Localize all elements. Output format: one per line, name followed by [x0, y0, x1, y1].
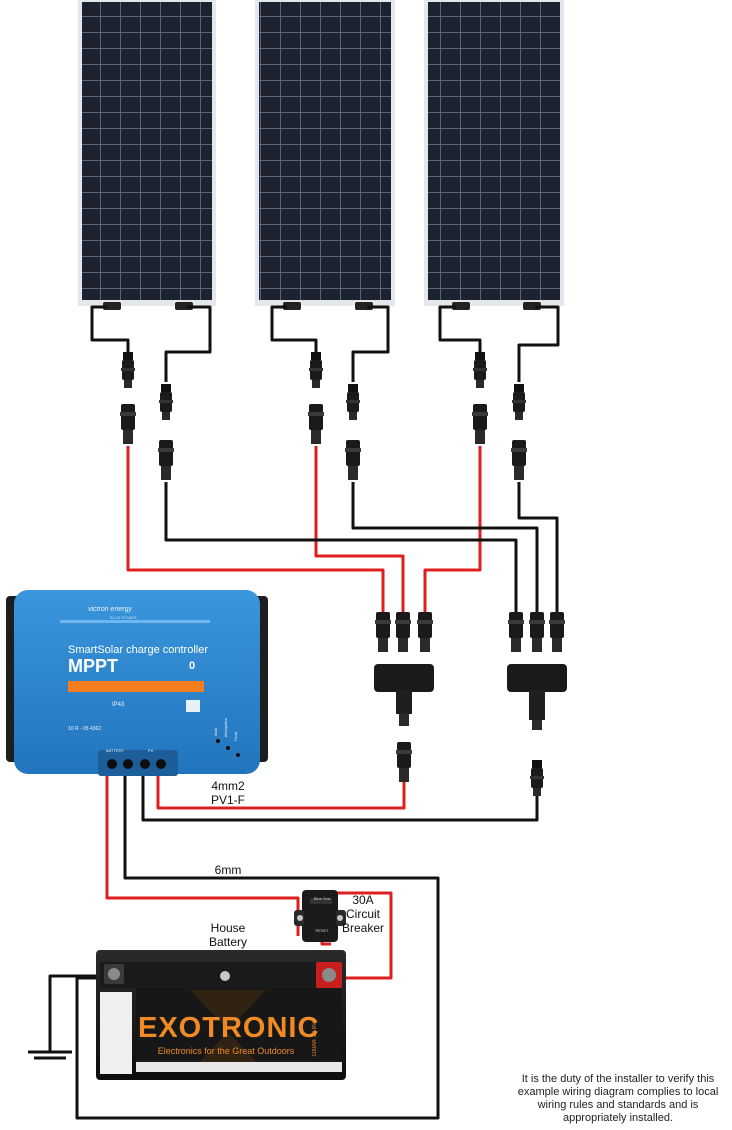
panel-leads	[90, 305, 560, 382]
installer-disclaimer: It is the duty of the installer to verif…	[517, 1073, 719, 1124]
controller-indicator: 0	[189, 660, 196, 672]
pv-to-controller-wires	[141, 776, 539, 822]
battery-tagline: Electronics for the Great Outdoors	[157, 1046, 295, 1056]
house-battery	[96, 950, 346, 1080]
breaker-reset-label: RESET	[315, 928, 329, 933]
battery-label: House Battery	[208, 921, 247, 949]
controller-status-bulk: Bulk	[213, 728, 218, 736]
controller-status-float: Float	[233, 732, 238, 741]
pv-cable-label: 4mm2 PV1-F	[210, 779, 245, 807]
solar-panel-2	[255, 0, 395, 310]
pv-negative-wires	[164, 482, 559, 612]
battery-spec: 100Ah 12.8V	[312, 1022, 318, 1057]
charge-controller	[6, 590, 268, 776]
controller-port-pv-label: PV	[148, 748, 154, 753]
controller-product-name: SmartSolar charge controller	[68, 644, 209, 656]
circuit-breaker	[294, 890, 346, 942]
controller-model: MPPT	[68, 656, 119, 676]
ground-icon	[28, 1050, 72, 1060]
positive-branch-connector	[374, 612, 434, 782]
controller-rating: IP43	[112, 702, 125, 708]
controller-brand: victron energy	[88, 606, 132, 613]
solar-panel-1	[78, 0, 216, 310]
battery-brand: EXOTRONIC	[138, 1012, 320, 1044]
solar-panel-3	[424, 0, 564, 310]
controller-tagline: BLUE POWER	[110, 615, 137, 620]
controller-status-absorption: Absorption	[223, 718, 228, 738]
controller-port-battery-label: BATTERY	[106, 748, 125, 753]
breaker-brand: Blue Sea	[313, 896, 331, 901]
negative-branch-connector	[507, 612, 567, 796]
panel-mc4-connectors	[120, 352, 527, 480]
battery-cable-label: 6mm	[214, 863, 242, 877]
controller-model-number: 10 R - 05 4362	[68, 726, 102, 732]
breaker-label: 30A Circuit Breaker	[341, 893, 385, 935]
pv-positive-wires	[126, 446, 482, 612]
